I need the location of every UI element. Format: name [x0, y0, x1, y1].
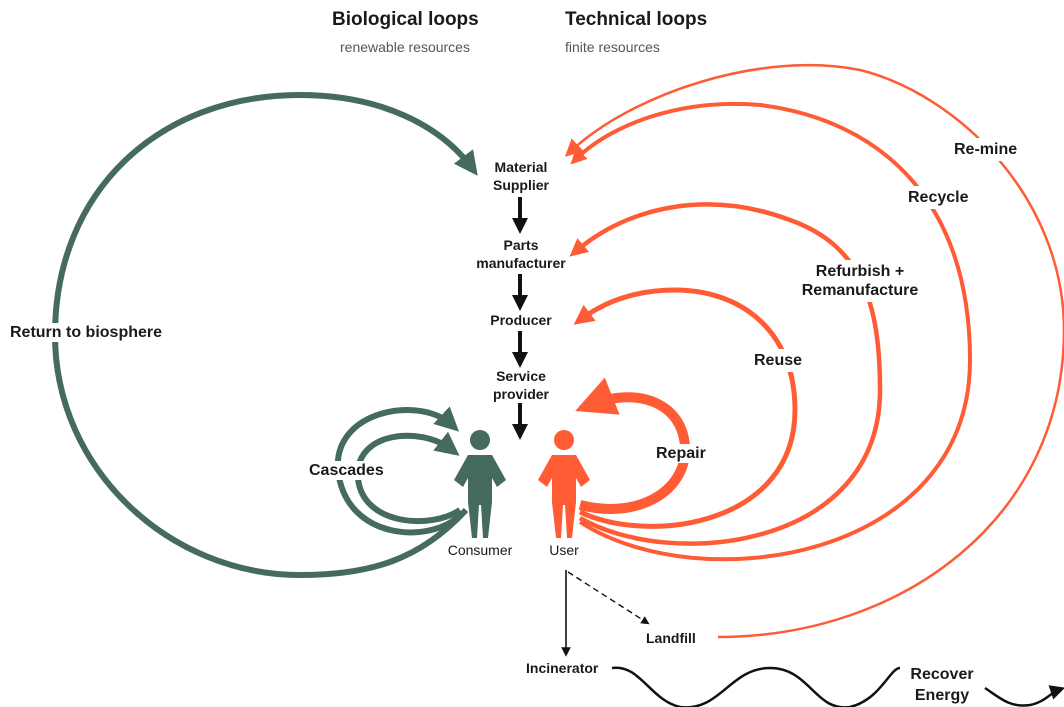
- biological-loops-title: Biological loops: [332, 9, 479, 30]
- landfill-label: Landfill: [646, 630, 696, 646]
- biological-loops-subtitle: renewable resources: [340, 39, 470, 55]
- refurbish-loop: [569, 202, 883, 546]
- remine-loop: [564, 63, 1064, 639]
- technical-loops-title: Technical loops: [565, 9, 708, 30]
- consumer-label: Consumer: [447, 542, 513, 558]
- return-to-biosphere-label: Return to biosphere: [8, 323, 165, 342]
- stage-service-provider: Service provider: [492, 368, 549, 402]
- technical-loops-subtitle: finite resources: [565, 39, 660, 55]
- user-label: User: [549, 542, 579, 558]
- energy-wave-end: [984, 685, 1064, 707]
- stage-producer: Producer: [490, 312, 552, 328]
- repair-label: Repair: [654, 444, 708, 463]
- stage-material-supplier: Material Supplier: [492, 159, 549, 193]
- recover-energy-label: Recover Energy: [900, 664, 984, 706]
- remine-label: Re-mine: [950, 138, 1022, 161]
- energy-wave: [611, 666, 901, 707]
- recycle-label: Recycle: [904, 186, 973, 209]
- refurbish-remanufacture-label: Refurbish + Remanufacture: [793, 260, 927, 302]
- incinerator-label: Incinerator: [526, 660, 599, 676]
- reuse-label: Reuse: [748, 349, 809, 372]
- cascades-label: Cascades: [307, 461, 386, 480]
- user-figure-icon: [538, 430, 590, 538]
- stage-parts-manufacturer: Parts manufacturer: [476, 237, 566, 271]
- recycle-loop: [570, 101, 973, 562]
- consumer-figure-icon: [454, 430, 506, 538]
- user-to-landfill-arrow: [567, 571, 650, 625]
- reuse-loop: [573, 287, 798, 529]
